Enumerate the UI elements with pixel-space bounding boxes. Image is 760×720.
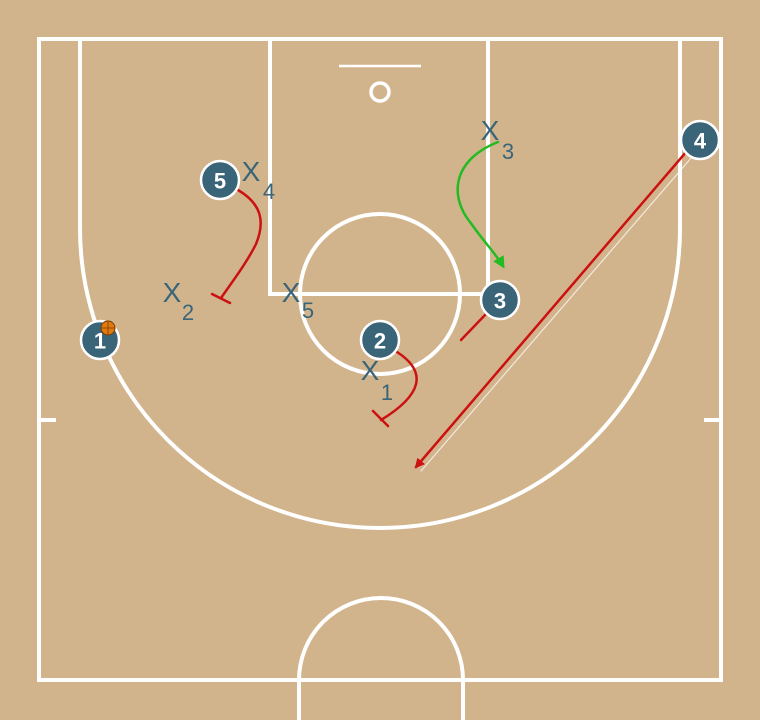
player-2-number: 2 xyxy=(374,329,386,354)
play-actions xyxy=(210,140,693,472)
player-4-circle xyxy=(679,119,721,161)
screen-icon xyxy=(210,188,262,305)
center-circle xyxy=(297,596,465,720)
defender-x3: X 3 xyxy=(481,115,514,164)
defender-x4-number: 4 xyxy=(263,179,275,204)
defender-x1-number: 1 xyxy=(381,380,393,405)
pass-arrow-shadow xyxy=(420,156,693,472)
offense-player-5[interactable]: 5 xyxy=(199,159,241,201)
offense: 1 2 3 4 5 xyxy=(79,119,721,361)
offense-player-4[interactable]: 4 xyxy=(679,119,721,161)
player-4-number: 4 xyxy=(694,129,707,154)
basketball-icon xyxy=(100,320,116,336)
defense: X 1 X 2 X 3 X 4 X 5 xyxy=(163,115,514,405)
offense-player-3[interactable]: 3 xyxy=(479,279,521,321)
screen-path-5 xyxy=(219,188,262,300)
player-2-circle xyxy=(359,319,401,361)
defender-x3-number: 3 xyxy=(502,139,514,164)
screen-path-2 xyxy=(379,350,418,422)
player-3-number: 3 xyxy=(494,289,506,314)
player-3-circle xyxy=(479,279,521,321)
court-lines xyxy=(37,37,723,720)
pass-arrow-icon xyxy=(414,149,689,469)
defender-x3-letter: X xyxy=(481,115,500,146)
offense-player-2[interactable]: 2 xyxy=(359,319,401,361)
defender-x2: X 2 xyxy=(163,277,194,325)
screen-path-3 xyxy=(459,312,488,342)
defender-x4: X 4 xyxy=(242,156,275,204)
three-point-line xyxy=(78,39,682,530)
defender-x2-letter: X xyxy=(163,277,182,308)
screen-bar-5 xyxy=(210,292,232,305)
screen-bar-2 xyxy=(371,409,390,428)
defender-x4-letter: X xyxy=(242,156,261,187)
defender-x1-letter: X xyxy=(361,355,380,386)
screen-icon xyxy=(371,350,418,428)
cut-arrow-icon xyxy=(456,140,505,269)
rim xyxy=(369,81,391,103)
free-throw-circle xyxy=(298,212,462,376)
player-5-number: 5 xyxy=(214,169,226,194)
offense-player-1[interactable]: 1 xyxy=(79,319,121,361)
player-1-number: 1 xyxy=(94,329,106,354)
defender-x5-number: 5 xyxy=(302,298,314,323)
paint xyxy=(268,37,490,296)
defender-x5: X 5 xyxy=(282,277,314,323)
defender-x2-number: 2 xyxy=(182,300,194,325)
defender-x1: X 1 xyxy=(361,355,393,405)
defender-x5-letter: X xyxy=(282,277,301,308)
player-5-circle xyxy=(199,159,241,201)
